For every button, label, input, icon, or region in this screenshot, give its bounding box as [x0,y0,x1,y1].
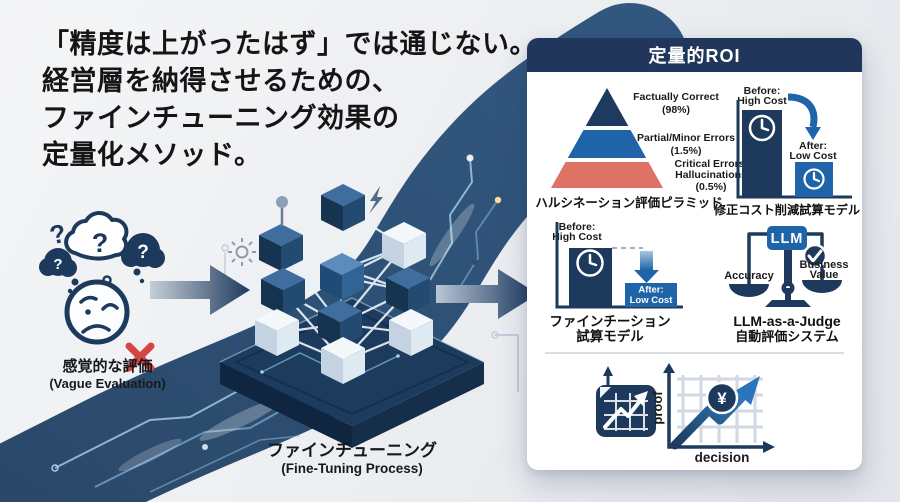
accuracy-label: Accuracy [724,270,774,282]
thought-bubble-icon [121,233,165,268]
roi-panel: 定量的ROI Factually Correct (98%) Partial/M… [527,38,862,470]
roi-panel-title: 定量的ROI [648,46,741,66]
question-mark: ? [53,256,62,273]
headline-line: ファインチューニング効果の [42,103,400,133]
cost-reduction-chart: Before: High Cost After: Low Cost 修正コスト削… [713,85,860,217]
after-label: After: [638,285,663,296]
x-axis-label: decision [695,450,750,465]
thought-bubble-icon [39,248,77,277]
question-mark: ? [137,242,149,263]
headline-line: 定量化メソッド。 [42,140,262,170]
down-arrow-head [634,270,659,283]
confused-face-icon [64,279,130,345]
vague-evaluation-label-jp: 感覚的な評価 [62,358,153,375]
tier3-label: Critical Errors/ [675,158,748,170]
yen-symbol: ¥ [717,389,727,408]
llm-judge-caption: LLM-as-a-Judge [733,313,841,329]
vague-evaluation-graphic: ? ? ? ? [39,210,165,372]
lightning-icon [369,186,383,214]
curved-arrow-icon [787,93,818,128]
vague-evaluation-caption: 感覚的な評価 (Vague Evaluation) [15,355,200,391]
fine-tuning-label-en: (Fine-Tuning Process) [281,461,423,476]
fine-tuning-network-graphic [219,184,485,448]
report-chart-icon [596,366,656,437]
down-arrow-shaft [640,251,653,270]
tier2-label: Partial/Minor Errors [637,132,735,144]
x-mark-icon [125,342,155,372]
sun-icon [228,238,256,266]
axes [667,369,767,449]
pyramid-caption: ハルシネーション評価ピラミッド [535,195,722,210]
finetune-caption: ファインチーション [549,314,670,329]
band-circuit-traces [51,154,502,493]
before-label: Before: [744,85,781,97]
after-label: After: [799,140,827,152]
curved-arrow-head [805,127,821,140]
headline: 「精度は上がったはず」では通じない。 経営層を納得させるための、 ファインチュー… [42,26,537,174]
question-mark: ? [47,218,69,251]
business-value-label: Business [800,259,849,271]
yen-icon [705,381,739,415]
before-label: Before: [559,221,596,233]
x-axis-arrowhead [763,441,775,453]
check-icon [802,243,828,269]
hallucination-pyramid-chart: Factually Correct (98%) Partial/Minor Er… [535,88,748,210]
question-mark: ? [92,228,109,258]
fine-tuning-label-jp: ファインチューニング [267,441,437,460]
after-bar [625,283,677,307]
headline-line: 「精度は上がったはず」では通じない。 [42,29,537,59]
tier1-value: (98%) [662,104,690,116]
llm-box-label: LLM [771,231,804,247]
before-label: High Cost [552,231,602,243]
llm-judge-caption: 自動評価システム [735,329,839,344]
arrow-right-icon [150,265,250,315]
llm-judge-scale: LLM Accuracy Business Value LLM-as-a-Jud… [724,226,849,344]
pyramid-tier-bottom [551,162,663,188]
after-label: Low Cost [789,150,837,162]
y-axis-arrowhead [663,363,675,373]
pyramid-tier-top [585,88,629,126]
arrow-right-icon [436,269,538,319]
proof-decision-chart: ¥ proof decision [596,363,775,465]
cost-reduction-caption: 修正コスト削減試算モデル [713,202,860,217]
balance-scale-icon [729,226,842,307]
vague-evaluation-label-en: (Vague Evaluation) [49,376,166,391]
pin-icon [276,196,288,226]
clock-icon [803,168,825,190]
tier3-label: Hallucinations [675,169,747,181]
before-label: High Cost [737,95,787,107]
tier2-value: (1.5%) [671,145,702,157]
band-light-streaks [118,203,475,472]
pyramid-tier-middle [567,130,647,158]
finetune-estimate-chart: Before: High Cost After: Low Cost ファインチー… [549,221,683,344]
headline-line: 経営層を納得させるための、 [42,66,400,96]
business-value-label: Value [810,269,839,281]
clock-icon [576,249,604,277]
finetune-caption: 試算モデル [576,328,644,344]
tier1-label: Factually Correct [633,91,719,103]
fine-tuning-caption: ファインチューニング (Fine-Tuning Process) [202,436,502,476]
roi-panel-header: 定量的ROI [527,38,862,72]
after-label: Low Cost [630,295,674,306]
clock-icon [748,114,776,142]
thought-bubble-icon [64,210,129,261]
divider [545,352,844,354]
y-axis-label: proof [650,391,665,425]
tier3-value: (0.5%) [696,181,727,193]
growth-arrow-head [735,376,760,405]
